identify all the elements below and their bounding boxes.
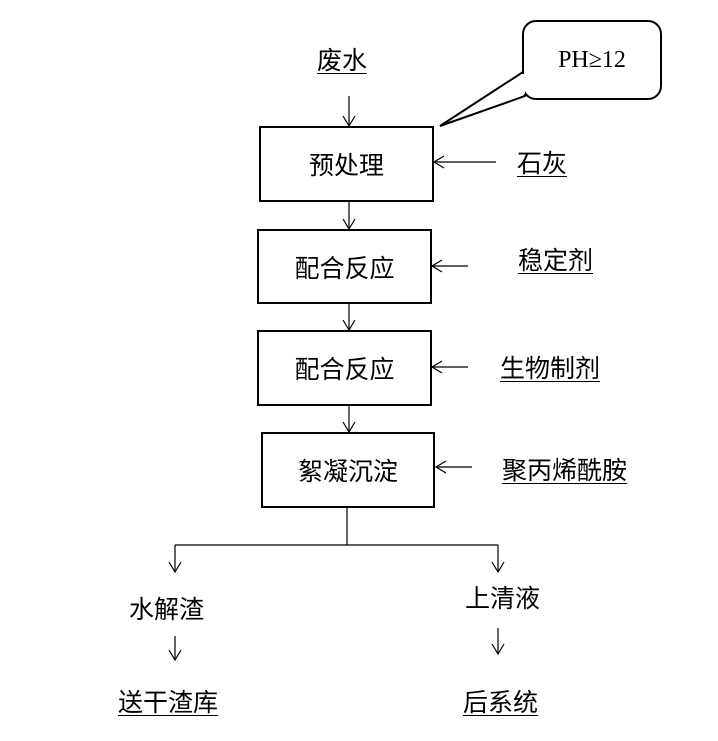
- step-pretreatment: 预处理: [259, 126, 434, 202]
- reagent-lime: 石灰: [517, 149, 568, 178]
- step-label: 预处理: [308, 151, 384, 180]
- step-label: 絮凝沉淀: [297, 457, 398, 486]
- callout-pointer: [439, 70, 527, 127]
- arrowhead: [432, 155, 445, 169]
- ph-callout-text: PH≥12: [558, 46, 626, 73]
- step-label: 配合反应: [294, 253, 395, 283]
- arrowhead: [430, 259, 443, 273]
- destination-downstream-system: 后系统: [463, 688, 539, 717]
- arrowhead: [491, 643, 505, 656]
- step-complexation-1: 配合反应: [257, 229, 432, 304]
- reagent-bioagent: 生物制剂: [500, 354, 601, 383]
- arrowhead: [168, 649, 182, 662]
- output-supernatant: 上清液: [465, 584, 541, 613]
- callout-pointer-join: [521, 74, 525, 94]
- reagent-stabilizer: 稳定剂: [518, 246, 594, 275]
- output-hydrolysis-residue: 水解渣: [129, 595, 205, 624]
- arrowhead: [168, 561, 182, 574]
- arrowhead: [434, 460, 447, 474]
- ph-callout: PH≥12: [522, 20, 662, 100]
- destination-dry-residue-storage: 送干渣库: [118, 688, 219, 717]
- step-complexation-2: 配合反应: [257, 330, 432, 406]
- reagent-polyacrylamide: 聚丙烯酰胺: [502, 456, 628, 485]
- arrowhead: [491, 561, 505, 574]
- arrowhead: [430, 360, 443, 374]
- step-label: 配合反应: [294, 355, 395, 384]
- step-flocculation: 絮凝沉淀: [261, 432, 435, 508]
- wastewater-label: 废水: [317, 46, 368, 75]
